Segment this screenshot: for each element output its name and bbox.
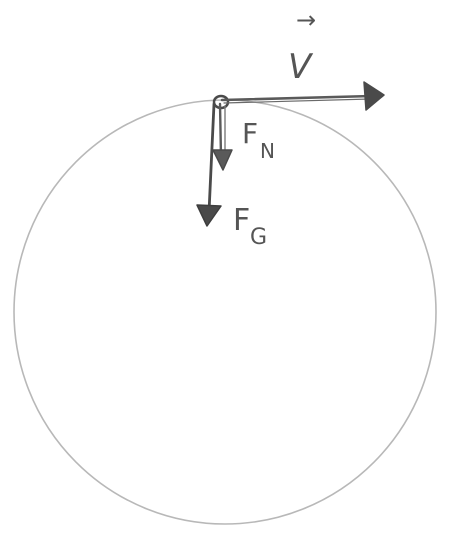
gravity-force-subscript: G bbox=[250, 225, 267, 250]
normal-force-arrow bbox=[212, 102, 233, 171]
velocity-label: V bbox=[288, 47, 314, 87]
velocity-accent: → bbox=[296, 6, 316, 34]
normal-force-subscript: N bbox=[260, 139, 275, 163]
normal-force-label: F bbox=[242, 117, 258, 150]
velocity-arrow bbox=[220, 81, 385, 111]
gravity-force-label: F bbox=[233, 203, 250, 238]
gravity-force-arrow bbox=[196, 102, 222, 227]
